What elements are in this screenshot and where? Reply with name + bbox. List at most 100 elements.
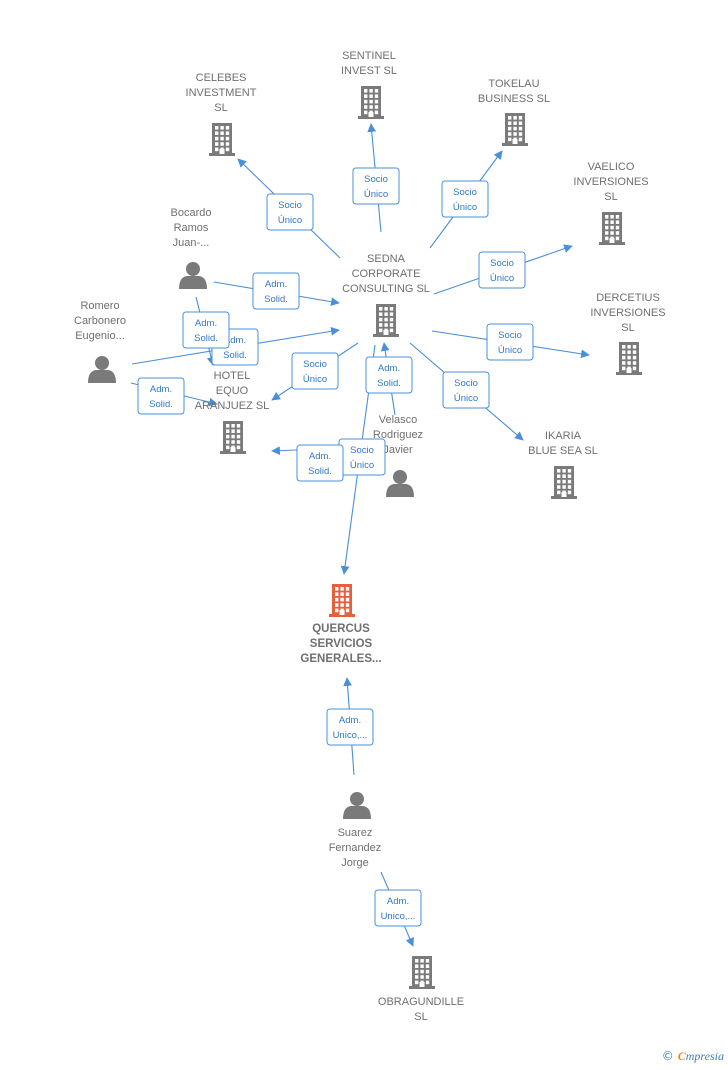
edge-label-box	[352, 167, 400, 205]
edge-label-text: Único	[303, 374, 327, 385]
brand-initial: C	[677, 1049, 686, 1063]
node-label: Carbonero	[74, 315, 126, 327]
edge-label-text: Socio	[303, 359, 327, 370]
edge-label-box	[326, 708, 374, 746]
node-label: SENTINEL	[342, 50, 396, 62]
edge-label-box	[442, 371, 490, 409]
person-icon	[179, 262, 207, 289]
brand-name: mpresia	[685, 1049, 724, 1063]
edge-label-box	[252, 272, 300, 310]
edge-label-box	[478, 251, 526, 289]
node-label: CORPORATE	[352, 268, 421, 280]
node-label: SEDNA	[367, 253, 406, 265]
node-label: Javier	[383, 444, 413, 456]
node-label: EQUO	[216, 385, 249, 397]
edge-label-box	[486, 323, 534, 361]
edge-label-text: Adm.	[378, 363, 400, 374]
node-bocardo[interactable]: BocardoRamosJuan-...	[171, 207, 212, 289]
node-label: Jorge	[341, 857, 369, 869]
edge-label-text: Unico,...	[381, 911, 416, 922]
edge-label-box	[137, 377, 185, 415]
edge-label-suarez-quercus[interactable]: Adm.Unico,...	[326, 708, 374, 746]
empresia-brand[interactable]: ©Cmpresia	[662, 1049, 724, 1064]
node-sedna[interactable]: SEDNA CORPORATE CONSULTING SL	[342, 253, 430, 337]
edge-label-text: Adm.	[224, 335, 246, 346]
node-label: Juan-...	[173, 237, 210, 249]
node-label: CONSULTING SL	[342, 283, 430, 295]
node-label: CELEBES	[196, 72, 247, 84]
edge-label-text: Solid.	[264, 294, 288, 305]
node-quercus[interactable]: QUERCUSSERVICIOSGENERALES...	[300, 584, 382, 665]
edge-label-text: Solid.	[308, 466, 332, 477]
edge-label-text: Único	[350, 460, 374, 471]
person-icon	[386, 470, 414, 497]
node-label: SL	[414, 1011, 427, 1023]
edge-label-text: Único	[278, 215, 302, 226]
edge-label-text: Unico,...	[333, 730, 368, 741]
edge-label-text: Socio	[498, 330, 522, 341]
edge-label-romero-hotel[interactable]: Adm.Solid.	[137, 377, 185, 415]
node-label: TOKELAU	[488, 78, 539, 90]
edge-label-velasco-hotel[interactable]: Adm.Solid.	[296, 444, 344, 482]
node-romero[interactable]: RomeroCarboneroEugenio...	[74, 300, 126, 383]
edge-label-suarez-obragundille[interactable]: Adm. Unico,...	[374, 889, 422, 927]
building-icon	[502, 113, 528, 146]
node-label: BLUE SEA SL	[528, 445, 598, 457]
edge-label-text: Socio	[453, 187, 477, 198]
edge-label-velasco-sedna[interactable]: Adm.Solid.	[365, 356, 413, 394]
node-tokelau[interactable]: TOKELAU BUSINESS SL	[478, 78, 550, 146]
edge-label-text: Solid.	[223, 350, 247, 361]
edge-label-box	[291, 352, 339, 390]
person-icon	[343, 792, 371, 819]
node-label: HOTEL	[214, 370, 251, 382]
building-icon	[599, 212, 625, 245]
edge-label-text: Adm.	[387, 896, 409, 907]
node-obragundille[interactable]: OBRAGUNDILLE SL	[378, 956, 464, 1023]
node-ikaria[interactable]: IKARIA BLUE SEA SL	[528, 430, 598, 499]
edge-label-box	[365, 356, 413, 394]
edge-label-text: Único	[454, 393, 478, 404]
node-label: GENERALES...	[300, 653, 381, 665]
node-vaelico[interactable]: VAELICO INVERSIONES SL	[573, 161, 649, 245]
building-icon	[209, 123, 235, 156]
building-icon	[409, 956, 435, 989]
edge-label-bocardo-sedna[interactable]: Adm. Solid.	[252, 272, 300, 310]
node-label: Fernandez	[329, 842, 382, 854]
node-label: Romero	[80, 300, 119, 312]
node-label: INVESTMENT	[186, 87, 257, 99]
node-label: VAELICO	[588, 161, 635, 173]
edge-label-box	[296, 444, 344, 482]
node-label: IKARIA	[545, 430, 582, 442]
edge-label-text: Único	[498, 345, 522, 356]
copyright-symbol: ©	[661, 1049, 674, 1063]
edge-label-text: Socio	[350, 445, 374, 456]
node-label: SL	[604, 191, 617, 203]
edge-label-romero-sedna[interactable]: Adm.Solid.	[182, 311, 230, 349]
node-label: INVERSIONES	[573, 176, 648, 188]
node-label: Velasco	[379, 414, 418, 426]
node-label: Ramos	[174, 222, 209, 234]
edge-label-box	[182, 311, 230, 349]
node-label: OBRAGUNDILLE	[378, 996, 464, 1008]
building-icon	[358, 86, 384, 119]
node-label: BUSINESS SL	[478, 93, 550, 105]
node-label: Suarez	[338, 827, 373, 839]
edge-label-text: Adm.	[265, 279, 287, 290]
node-label: SL	[621, 322, 634, 334]
